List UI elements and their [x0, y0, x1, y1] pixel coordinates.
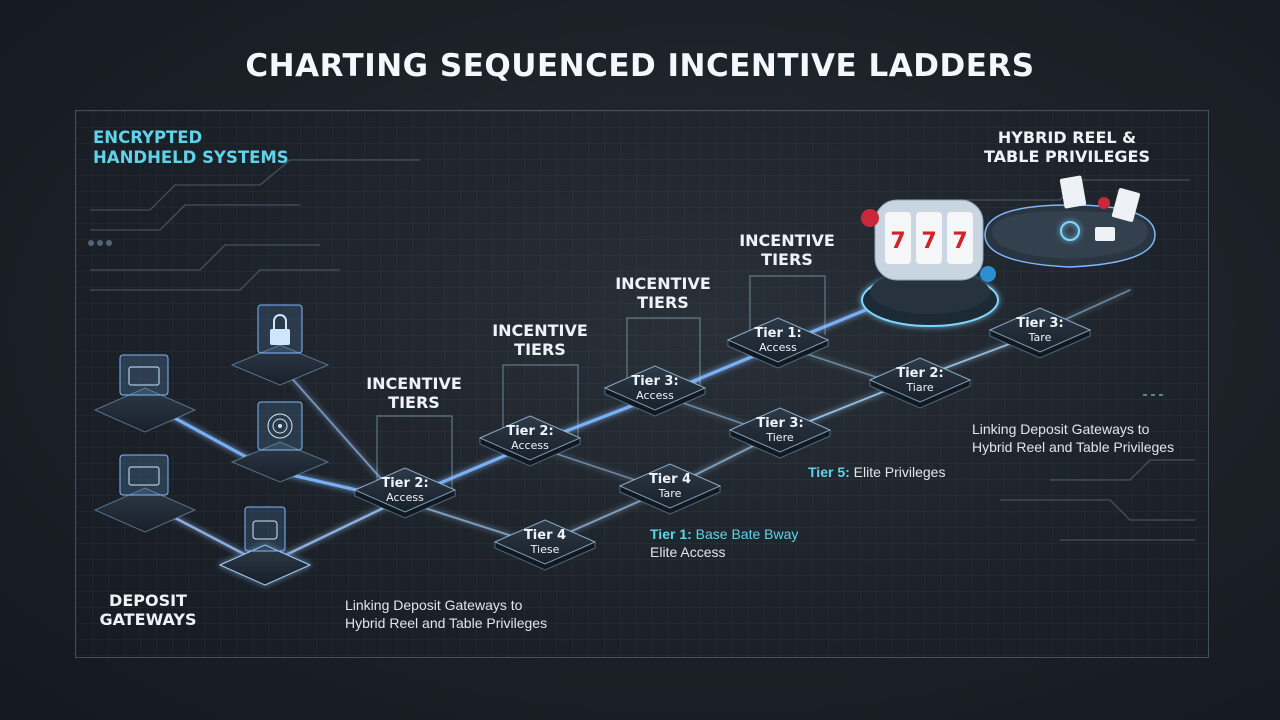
tier1-line2: Elite Access — [650, 544, 726, 561]
circuit-traces — [90, 159, 1195, 541]
tier-tile: Tier 2:Access — [478, 415, 582, 467]
tier1-caption: Tier 1: Base Bate Bway Elite Access — [650, 525, 798, 561]
tier-tile-subtitle: Access — [636, 389, 674, 402]
tier-tile-title: Tier 3: — [756, 416, 803, 431]
tier1-text: Base Bate Bway — [695, 526, 799, 542]
incentive-label-line1: INCENTIVE — [366, 374, 462, 393]
encrypted-label-line1: ENCRYPTED — [93, 128, 203, 147]
encrypted-systems-label: ENCRYPTED HANDHELD SYSTEMS — [93, 128, 289, 168]
tier-tile-subtitle: Tiare — [905, 381, 933, 394]
tier-tile: Tier 1:Access — [726, 317, 830, 369]
incentive-label-line2: TIERS — [637, 293, 689, 313]
tier-tile-title: Tier 4 — [649, 472, 691, 487]
card-table-icon — [984, 175, 1156, 268]
right-caption-line2: Hybrid Reel and Table Privileges — [972, 439, 1175, 456]
right-caption-line1: Linking Deposit Gateways to — [972, 421, 1150, 437]
incentive-tiers-label: INCENTIVE TIERS — [603, 274, 723, 312]
right-caption: Linking Deposit Gateways to Hybrid Reel … — [972, 420, 1174, 456]
tier-brackets — [376, 275, 826, 490]
incentive-label-line1: INCENTIVE — [492, 321, 588, 340]
tier-tile-title: Tier 2: — [896, 366, 943, 381]
credit-card-icon — [93, 454, 197, 533]
incentive-label-line1: INCENTIVE — [739, 231, 835, 250]
tier-tile-subtitle: Tare — [1028, 331, 1052, 344]
tier-tile: Tier 3:Tare — [988, 307, 1092, 359]
tier-tile-title: Tier 3: — [631, 374, 678, 389]
tier5-caption: Tier 5: Elite Privileges — [808, 463, 945, 481]
tier-tile: Tier 2:Tiare — [868, 357, 972, 409]
deposit-label-line2: GATEWAYS — [99, 610, 197, 630]
tier1-label: Tier 1: — [650, 526, 692, 542]
incentive-label-line2: TIERS — [514, 340, 566, 360]
incentive-tiers-label: INCENTIVE TIERS — [354, 374, 474, 412]
hybrid-label-line2: TABLE PRIVILEGES — [984, 147, 1150, 167]
tier-tile-title: Tier 2: — [381, 476, 428, 491]
slot-machine-icon: 7 7 7 — [861, 199, 999, 327]
tier-tile: Tier 2:Access — [353, 467, 457, 519]
tier-tile-title: Tier 1: — [754, 326, 801, 341]
hybrid-label-line1: HYBRID REEL & — [997, 128, 1137, 147]
page-title: CHARTING SEQUENCED INCENTIVE LADDERS — [245, 48, 1035, 84]
fingerprint-icon — [230, 401, 330, 483]
tier-tile-subtitle: Access — [386, 491, 424, 504]
tier-tile: Tier 3:Access — [603, 365, 707, 417]
svg-text:7: 7 — [890, 229, 905, 254]
tier-tile-subtitle: Tiere — [765, 431, 793, 444]
deposit-label-line1: DEPOSIT — [109, 591, 187, 610]
lock-icon — [230, 304, 330, 386]
wallet-icon — [218, 506, 312, 586]
incentive-tiers-label: INCENTIVE TIERS — [727, 231, 847, 269]
tier-tile-subtitle: Access — [511, 439, 549, 452]
incentive-label-line2: TIERS — [761, 250, 813, 270]
tier-tile-subtitle: Tiese — [530, 543, 560, 556]
tier-tile-title: Tier 3: — [1016, 316, 1063, 331]
left-devices — [93, 304, 330, 586]
tier-tile: Tier 3:Tiere — [728, 407, 832, 459]
bottom-caption-line1: Linking Deposit Gateways to — [345, 597, 523, 613]
incentive-label-line2: TIERS — [388, 393, 440, 413]
tier-tile-title: Tier 2: — [506, 424, 553, 439]
tier5-text: Elite Privileges — [853, 464, 946, 480]
tier-tile-subtitle: Access — [759, 341, 797, 354]
hybrid-privileges-label: HYBRID REEL & TABLE PRIVILEGES — [972, 128, 1162, 166]
encrypted-label-line2: HANDHELD SYSTEMS — [93, 147, 289, 167]
incentive-tiers-label: INCENTIVE TIERS — [480, 321, 600, 359]
bottom-caption-line2: Hybrid Reel and Table Privileges — [345, 615, 548, 632]
svg-text:7: 7 — [921, 229, 936, 254]
tier5-label: Tier 5: — [808, 464, 850, 480]
deposit-gateways-label: DEPOSIT GATEWAYS — [83, 591, 213, 629]
tier-tile-subtitle: Tare — [658, 487, 682, 500]
bottom-caption: Linking Deposit Gateways to Hybrid Reel … — [345, 596, 547, 632]
incentive-label-line1: INCENTIVE — [615, 274, 711, 293]
svg-text:7: 7 — [952, 229, 967, 254]
credit-card-icon — [93, 354, 197, 433]
tier-tile-title: Tier 4 — [524, 528, 566, 543]
